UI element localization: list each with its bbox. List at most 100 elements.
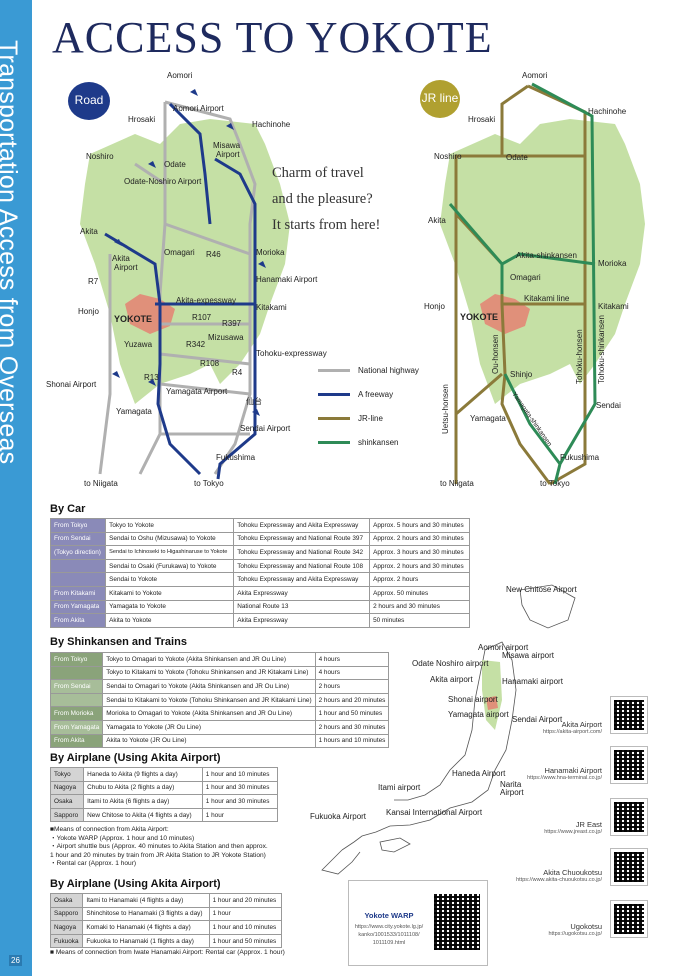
legend-item: National highway (318, 358, 419, 382)
jr-label: Morioka (598, 259, 627, 268)
road-label: Yamagata Airport (166, 387, 228, 396)
yokote-warp-url[interactable]: https://www.city.yokote.lg.jp/ kanko/100… (354, 924, 424, 946)
jr-label: Sendai (596, 401, 621, 410)
tagline-line: It starts from here! (272, 217, 381, 233)
japan-label: Fukuoka Airport (310, 812, 367, 821)
tohoku-highlight (482, 660, 502, 730)
road-label: Yamagata (116, 407, 152, 416)
legend-item: JR-line (318, 406, 419, 430)
road-map: Aomori Aomori Airport Hrosaki Hachinohe … (46, 71, 327, 488)
road-label: R7 (88, 277, 99, 286)
jr-label: Uetsu-honsen (441, 384, 450, 434)
road-label: Noshiro (86, 152, 114, 161)
table-row: Tokyo to Kitakami to Yokote (Tohoku Shin… (49, 665, 390, 681)
table-row: (Tokyo direction)Sendai to Ichinoseki to… (49, 545, 470, 560)
japan-label: Hanamaki airport (502, 677, 564, 686)
japan-label: Airport (500, 788, 524, 797)
shinkansen-lines (448, 82, 597, 485)
road-label: Morioka (256, 248, 285, 257)
japan-label: Itami airport (378, 783, 421, 792)
road-label: Akita (80, 227, 98, 236)
road-badge: Road (68, 82, 110, 120)
jr-label: Tohoku-shinkansen (597, 315, 606, 384)
tagline-line: Charm of travel (272, 165, 364, 181)
road-label: R342 (186, 340, 206, 349)
road-label: to Niigata (84, 479, 118, 488)
road-label: Odate-Noshiro Airport (124, 177, 202, 186)
road-label: 仙台 (246, 396, 262, 406)
jr-label: Akita (428, 216, 446, 225)
japan-label: Sendai Airport (512, 715, 563, 724)
road-label: Akita-expessway (176, 296, 236, 305)
japan-label: Odate Noshiro airport (412, 659, 489, 668)
jr-label: Odate (506, 153, 528, 162)
japan-label: Yamagata airport (448, 710, 510, 719)
qr-code-hanamaki-airport[interactable] (610, 746, 648, 784)
road-label: Airport (216, 150, 240, 159)
jr-label: Aomori (522, 71, 548, 80)
road-label: Hanamaki Airport (256, 275, 318, 284)
by-air-hanamaki-heading: By Airplane (Using Akita Airport) (50, 878, 221, 890)
jr-label: YOKOTE (460, 312, 498, 322)
jr-label: Noshiro (434, 152, 462, 161)
road-label: Aomori (167, 71, 193, 80)
jr-badge: JR line (420, 80, 460, 118)
qr-code-akita-airport[interactable] (610, 696, 648, 734)
jr-label: Omagari (510, 273, 541, 282)
sidebar: Transportation Access from Overseas 26 (0, 0, 32, 976)
road-label: R13 (144, 373, 159, 382)
jr-label: Kitakami line (524, 294, 570, 303)
jr-label: Tohoku-honsen (575, 329, 584, 384)
road-label: Omagari (164, 248, 195, 257)
road-label: Yuzawa (124, 340, 153, 349)
road-label: YOKOTE (114, 314, 152, 324)
jr-label: Fukushima (560, 453, 600, 462)
jr-label: to Tokyo (540, 479, 570, 488)
japan-map: New Chitose Airport Aomori airport Odate… (310, 584, 577, 875)
qr-code-jr-east[interactable] (610, 798, 648, 836)
japan-label: Shonai airport (448, 695, 499, 704)
page-title: ACCESS TO YOKOTE (52, 13, 493, 62)
jr-label: to Niigata (440, 479, 474, 488)
airplane-icon (112, 89, 266, 416)
hanamaki-connection-note: ■ Means of connection from Iwate Hanamak… (50, 949, 285, 956)
jr-label: Ou-honsen (491, 334, 500, 374)
qr-code-ugokotsu[interactable] (610, 900, 648, 938)
japan-outline (321, 584, 576, 875)
legend-item: A freeway (318, 382, 419, 406)
jr-label: Yamagata (470, 414, 506, 423)
road-label: R4 (232, 368, 243, 377)
jr-label: Hachinohe (588, 107, 627, 116)
road-label: Sendai Airport (240, 424, 291, 433)
jr-label: Shinjo (510, 370, 533, 379)
road-label: Shonai Airport (46, 380, 97, 389)
japan-label: Misawa airport (502, 651, 555, 660)
japan-label: Aomori airport (478, 643, 529, 652)
land-area (80, 119, 290, 404)
road-label: Akita (112, 254, 130, 263)
tagline-line: and the pleasure? (272, 191, 373, 207)
road-label: Hachinohe (252, 120, 291, 129)
qr-code-akita-chuoukotsu[interactable] (610, 848, 648, 886)
qr-code-yokote-warp[interactable] (431, 891, 483, 953)
page-number: 26 (9, 955, 22, 966)
jr-label: Kitakami (598, 302, 629, 311)
jr-label: Honjo (424, 302, 445, 311)
